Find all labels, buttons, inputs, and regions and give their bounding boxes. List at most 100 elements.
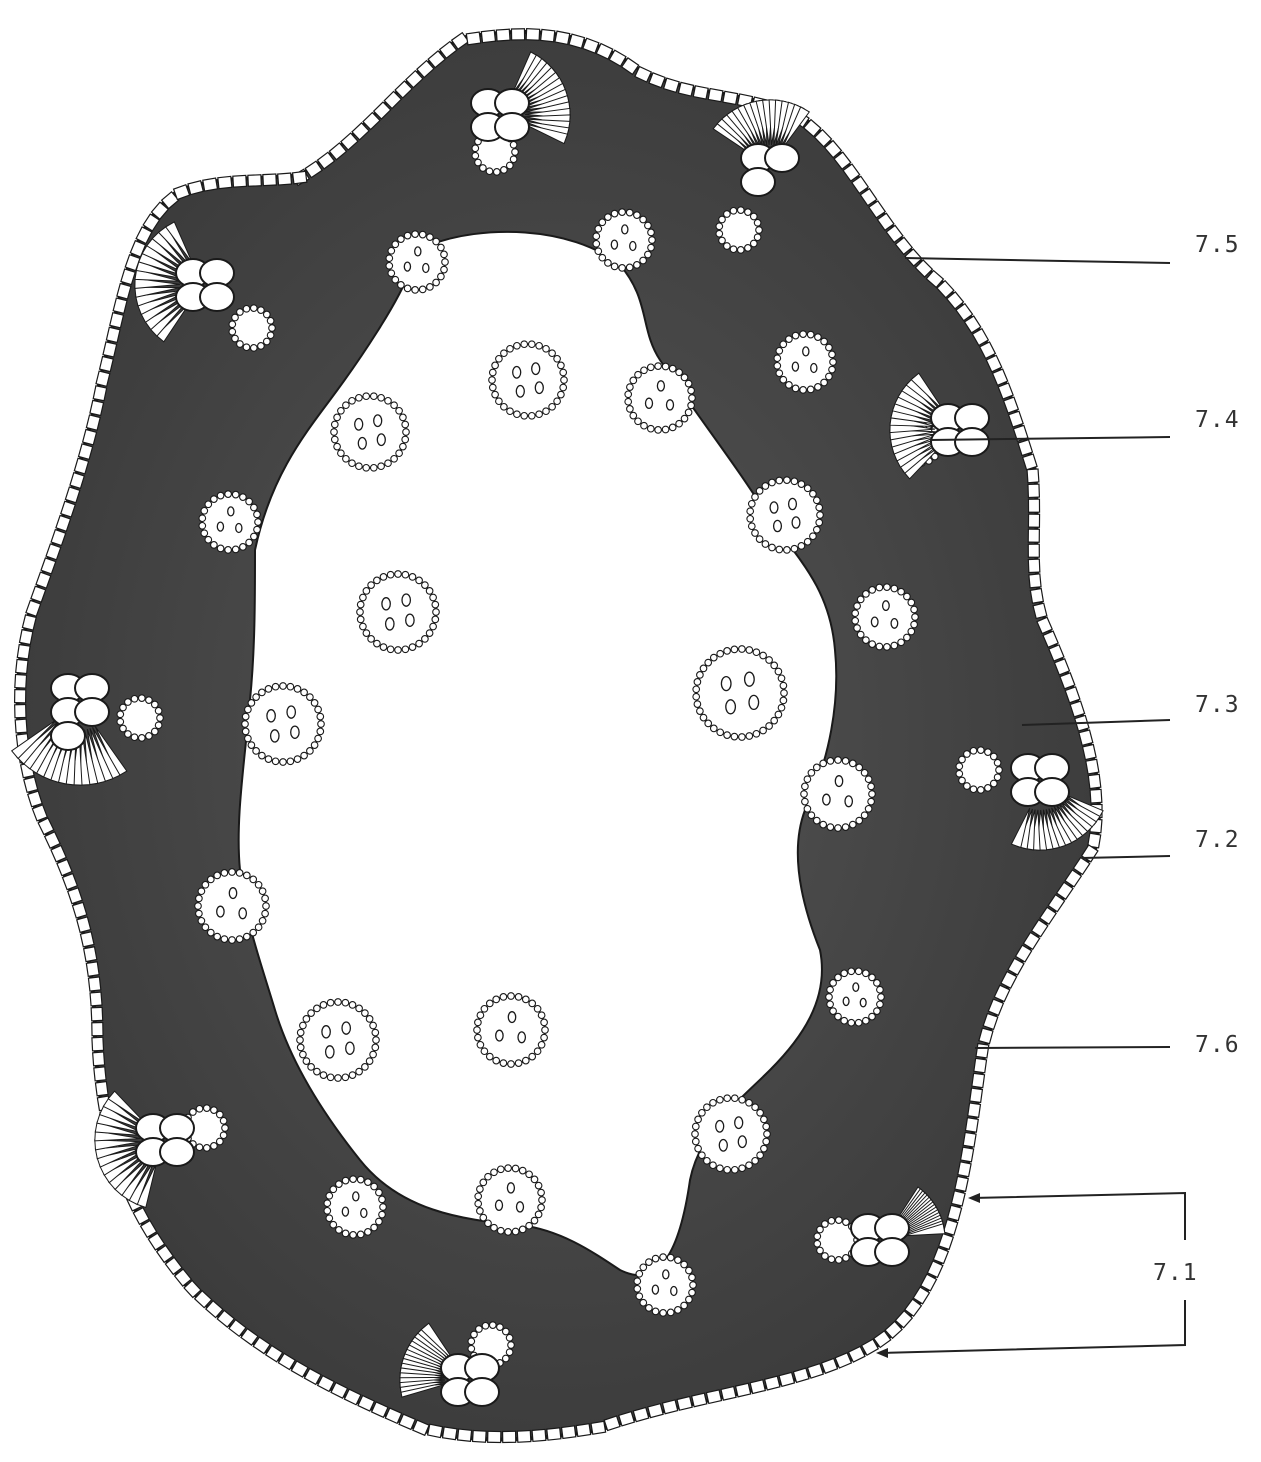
epidermal-cell bbox=[203, 178, 218, 191]
epidermal-cell bbox=[481, 30, 495, 42]
label-7-5: 7.5 bbox=[1195, 232, 1240, 258]
epidermal-cell bbox=[428, 1424, 443, 1437]
epidermal-cell bbox=[677, 1397, 692, 1411]
epidermal-cell bbox=[1027, 469, 1039, 483]
callout-labels: 7.5 7.4 7.3 7.2 7.6 7.1 bbox=[1153, 232, 1240, 1286]
epidermal-cell bbox=[93, 1052, 105, 1066]
epidermal-cell bbox=[503, 1431, 516, 1442]
vascular-bundle bbox=[489, 341, 568, 419]
epidermal-cell bbox=[1028, 499, 1039, 512]
epidermal-cell bbox=[488, 1431, 501, 1442]
epidermal-cell bbox=[466, 32, 480, 45]
epidermal-cell bbox=[188, 181, 203, 195]
epidermal-cell bbox=[708, 89, 723, 102]
leader-line-7-1 bbox=[972, 1193, 1185, 1240]
epidermal-cell bbox=[750, 1380, 765, 1394]
epidermal-cell bbox=[90, 992, 102, 1006]
large-cell bbox=[75, 698, 109, 726]
epidermal-cell bbox=[96, 371, 110, 386]
epidermal-cell bbox=[532, 1429, 546, 1441]
epidermal-cell bbox=[591, 1421, 606, 1434]
epidermal-cell bbox=[100, 356, 114, 371]
epidermal-cell bbox=[90, 400, 104, 415]
label-7-3: 7.3 bbox=[1195, 692, 1240, 718]
epidermal-cell bbox=[1090, 789, 1102, 803]
leader-line-7-1-lower bbox=[880, 1300, 1185, 1353]
epidermal-cell bbox=[976, 1044, 989, 1058]
label-7-4: 7.4 bbox=[1195, 407, 1240, 433]
epidermal-cell bbox=[723, 91, 738, 104]
epidermal-cell bbox=[20, 630, 33, 645]
epidermal-cell bbox=[1079, 730, 1093, 745]
epidermal-cell bbox=[958, 1162, 971, 1177]
epidermal-cell bbox=[662, 1400, 677, 1414]
epidermal-cell bbox=[541, 29, 555, 41]
vascular-bundle bbox=[242, 683, 325, 766]
epidermal-cell bbox=[1033, 603, 1047, 618]
epidermal-cell bbox=[15, 719, 27, 733]
epidermal-cell bbox=[218, 176, 232, 188]
epidermal-cell bbox=[576, 1424, 590, 1437]
epidermal-cell bbox=[91, 1007, 103, 1021]
epidermal-cell bbox=[24, 777, 38, 792]
epidermal-cell bbox=[15, 704, 26, 717]
epidermal-cell bbox=[968, 1103, 981, 1117]
epidermal-cell bbox=[1028, 544, 1039, 557]
label-7-1: 7.1 bbox=[1153, 1260, 1198, 1286]
epidermal-cell bbox=[113, 298, 127, 313]
epidermal-cell bbox=[678, 82, 693, 96]
epidermal-cell bbox=[92, 1023, 103, 1036]
epidermal-cell bbox=[562, 1426, 576, 1439]
epidermal-cell bbox=[555, 31, 570, 44]
vascular-bundle bbox=[357, 571, 440, 654]
large-cell bbox=[1035, 778, 1069, 806]
epidermal-cell bbox=[17, 645, 30, 659]
epidermal-cell bbox=[95, 1082, 108, 1096]
epidermal-cell bbox=[517, 1431, 531, 1443]
epidermal-cell bbox=[263, 174, 277, 186]
epidermal-cell bbox=[547, 1428, 561, 1440]
epidermal-cell bbox=[92, 1037, 104, 1051]
epidermal-cell bbox=[84, 947, 97, 962]
epidermal-cell bbox=[693, 86, 708, 99]
large-cell bbox=[200, 283, 234, 311]
large-cell bbox=[741, 168, 775, 196]
epidermal-cell bbox=[80, 932, 94, 947]
epidermal-cell bbox=[110, 313, 124, 328]
epidermal-cell bbox=[86, 415, 100, 430]
epidermal-cell bbox=[972, 1073, 985, 1087]
vascular-bundle bbox=[297, 999, 380, 1082]
large-cell bbox=[765, 144, 799, 172]
epidermal-cell bbox=[15, 675, 27, 689]
epidermal-cell bbox=[278, 173, 292, 185]
epidermal-cell bbox=[951, 1191, 965, 1206]
epidermal-cell bbox=[94, 1067, 106, 1081]
epidermal-cell bbox=[93, 386, 106, 401]
label-7-2: 7.2 bbox=[1195, 827, 1240, 853]
leader-line-7-2 bbox=[1082, 856, 1170, 858]
epidermal-cell bbox=[443, 1427, 457, 1440]
epidermal-cell bbox=[961, 1147, 974, 1162]
epidermal-cell bbox=[1088, 774, 1100, 788]
epidermal-cell bbox=[1029, 574, 1041, 588]
epidermal-cell bbox=[511, 29, 524, 40]
epidermal-cell bbox=[721, 1387, 736, 1401]
epidermal-cell bbox=[233, 175, 247, 187]
epidermal-cell bbox=[293, 171, 307, 184]
epidermal-cell bbox=[736, 1383, 751, 1397]
epidermal-cell bbox=[1030, 589, 1043, 604]
epidermal-cell bbox=[1028, 514, 1039, 527]
large-cell bbox=[955, 428, 989, 456]
arrowhead-icon bbox=[968, 1193, 980, 1203]
large-cell bbox=[160, 1138, 194, 1166]
large-cell bbox=[495, 113, 529, 141]
epidermal-cell bbox=[526, 29, 539, 41]
epidermal-cell bbox=[970, 1088, 983, 1102]
epidermal-cell bbox=[1028, 559, 1040, 572]
epidermal-cell bbox=[473, 1430, 487, 1442]
epidermal-cell bbox=[496, 29, 510, 41]
epidermal-cell bbox=[88, 977, 100, 991]
epidermal-cell bbox=[765, 1376, 780, 1390]
epidermal-cell bbox=[648, 1404, 663, 1418]
